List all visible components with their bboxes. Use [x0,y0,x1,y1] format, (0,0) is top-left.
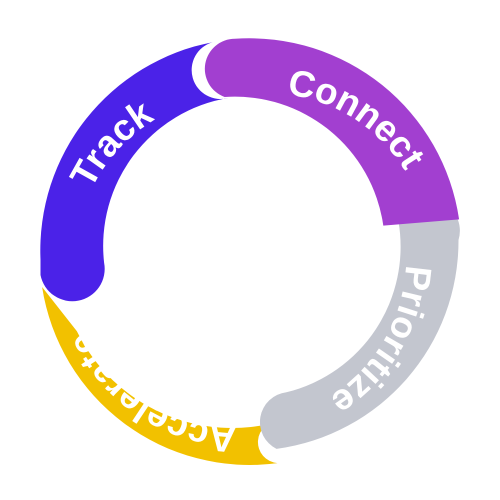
label-accelerate: Accelerate [60,325,238,460]
segment-accelerate [42,287,281,465]
segment-prioritize [259,199,460,449]
segment-track [40,42,229,302]
segment-connect [204,38,460,226]
